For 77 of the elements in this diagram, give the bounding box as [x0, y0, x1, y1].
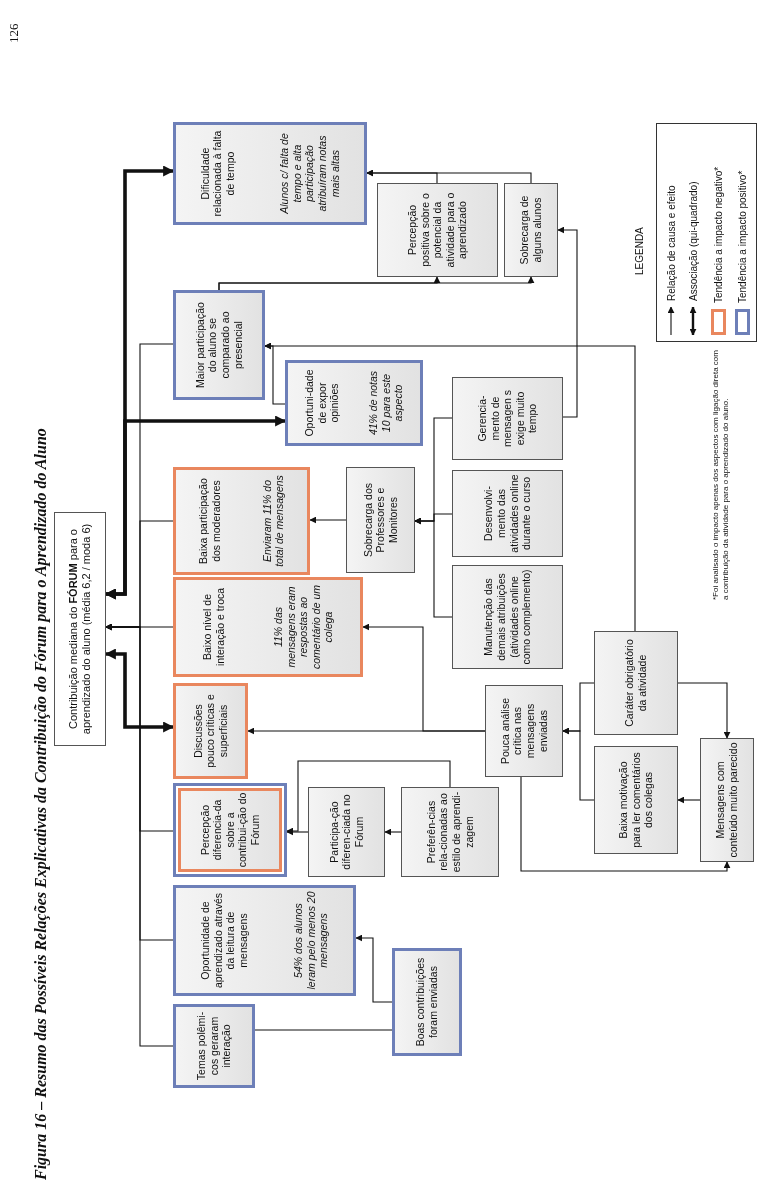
process-box [594, 746, 678, 854]
connector-line [254, 1029, 393, 1031]
double-arrow [104, 648, 175, 733]
process-box [377, 183, 498, 277]
legend-label: Tendência a impacto negativo* [713, 166, 724, 303]
process-box [285, 360, 423, 446]
box-label: Baixo nível de interação e troca [200, 586, 227, 669]
process-box [452, 377, 563, 460]
arrow [218, 276, 535, 291]
process-box [173, 577, 363, 677]
arrow [105, 343, 174, 631]
process-box [401, 787, 499, 877]
process-box [452, 565, 563, 669]
process-box [173, 467, 310, 575]
box-label: Discussões pouco críticas e superficiais [191, 693, 230, 770]
arrow [562, 727, 595, 801]
box-label: Percepção positiva sobre o potencial da atividade para o aprendizado [406, 191, 469, 270]
box-label: Oportuni-dade de expor opiniões [303, 368, 341, 439]
process-box [173, 290, 265, 400]
process-box [594, 631, 678, 735]
process-box [173, 885, 356, 996]
process-box [485, 685, 563, 777]
box-label: Desenvolvi-mento das atividades online durante o curso [482, 474, 533, 553]
box-label: Manutenção das demais atribuições (atividades online como complemento) [482, 569, 533, 665]
box-label: Preferên-cias rela-cionadas ao estilo de aprendi-zagem [424, 791, 476, 873]
process-box [346, 467, 415, 573]
box-note: 54% dos alunos leram pelo menos 20 mensagens [292, 891, 330, 990]
process-box [54, 512, 106, 746]
process-box [173, 683, 248, 779]
legend-label: Relação de causa e efeito [665, 185, 677, 301]
double-arrow [104, 415, 287, 600]
box-label: Maior participação do aluno se comparado ao presencial [193, 301, 245, 390]
box-label: Sobrecarga de alguns alunos [518, 194, 544, 267]
arrow [309, 516, 347, 524]
box-label: Boas contribuições foram enviadas [414, 956, 440, 1049]
arrow [384, 828, 402, 836]
footnote: *Foi analisado o impacto apenas dos aspectos com ligação direta com a contribuição da atividade para o aprendizado do aluno. [711, 350, 731, 600]
box-note: Enviaram 11% do total de mensagens [260, 474, 286, 569]
box-label: Gerencia-mento de mensagen s exige muito tempo [476, 388, 539, 450]
box-label: Caráter obrigatório da atividade [623, 638, 649, 729]
box-label: Oportunidade de aprendizado através da leitura de mensagens [199, 891, 250, 990]
arrow [355, 934, 393, 1003]
arrow [286, 828, 309, 836]
box-label: Temas polêmi-cos geraram interação [195, 1010, 233, 1082]
box-label: Pouca análise crítica nas mensagens enviadas [498, 697, 550, 766]
arrow [264, 342, 636, 632]
process-box [452, 470, 563, 557]
process-box [173, 783, 287, 877]
process-box [504, 183, 558, 277]
page-number: 126 [6, 23, 22, 43]
box-note: 11% das mensagens eram respostas ao comentário de um colega [272, 584, 336, 671]
legend-label: Tendência a impacto positivo* [737, 170, 748, 303]
process-box [173, 1004, 255, 1088]
box-label: Baixa participação dos moderadores [197, 477, 223, 566]
box-label: Baixa motivação para ler comentários dos colegas [617, 751, 655, 850]
arrow [677, 682, 731, 739]
process-box [173, 122, 367, 225]
process-box [308, 787, 385, 877]
box-label: Percepção diferencia-da sobre a contribui-ção do Fórum [198, 792, 262, 868]
process-box [392, 948, 462, 1056]
arrow [557, 226, 578, 418]
process-box [700, 738, 754, 862]
box-label: Mensagens com conteúdo muito parecido [714, 742, 740, 858]
figure-title: Figura 16 – Resumo das Possíveis Relações Explicativas da Contribuição do Fórum para o Aprendizado do Aluno [32, 428, 50, 1180]
box-label: Dificuldade relacionada à falta de tempo [198, 129, 237, 219]
box-note: Alunos c/ falta de tempo e alta participação atribuíram notas mais altas [278, 132, 342, 216]
arrow [414, 417, 453, 525]
arrow [520, 776, 731, 872]
box-note: 41% de notas 10 para este aspecto [367, 369, 405, 438]
box-label: Sobrecarga dos Professores e Monitores [361, 481, 400, 560]
arrow [286, 760, 451, 835]
legend-label: Associação (qui-quadrado) [687, 181, 699, 301]
arrow [677, 796, 701, 804]
arrow [366, 169, 532, 184]
legend-title: LEGENDA [634, 227, 645, 275]
arrow [362, 623, 486, 732]
box-label: Participa-ção diferen-ciada no Fórum [327, 793, 366, 872]
